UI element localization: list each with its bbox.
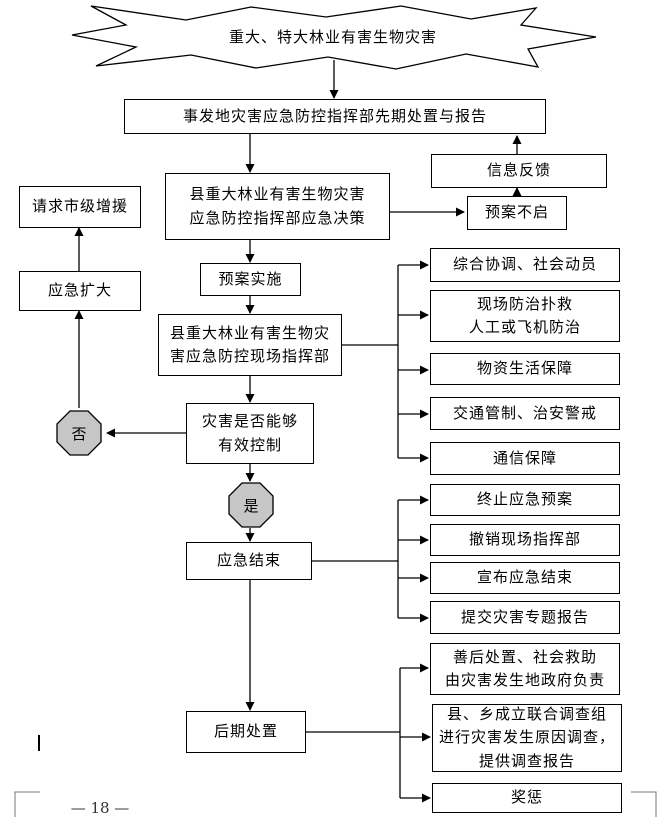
field-task: 现场防治扑救 人工或飞机防治 <box>430 290 620 342</box>
end-task: 撤销现场指挥部 <box>430 524 620 556</box>
request-support-box: 请求市级增援 <box>19 186 141 228</box>
controllable-box: 灾害是否能够 有效控制 <box>186 403 314 464</box>
end-task: 提交灾害专题报告 <box>430 601 620 634</box>
page-number: — 18 — <box>70 799 130 817</box>
field-task: 综合协调、社会动员 <box>430 248 620 282</box>
text-cursor <box>38 735 40 751</box>
end-task: 宣布应急结束 <box>430 562 620 594</box>
after-task: 奖惩 <box>432 783 622 813</box>
no-label: 否 <box>71 425 87 443</box>
no-octagon <box>56 410 102 456</box>
decision-box: 县重大林业有害生物灾害 应急防控指挥部应急决策 <box>165 173 390 240</box>
after-task: 县、乡成立联合调查组 进行灾害发生原因调查， 提供调查报告 <box>432 704 622 772</box>
start-node-label: 重大、特大林业有害生物灾害 <box>228 28 437 46</box>
yes-label: 是 <box>243 497 259 515</box>
field-task: 物资生活保障 <box>430 353 620 385</box>
start-starburst <box>71 5 597 70</box>
expand-box: 应急扩大 <box>19 271 141 311</box>
field-task: 通信保障 <box>430 442 620 475</box>
field-task: 交通管制、治安警戒 <box>430 397 620 430</box>
end-box: 应急结束 <box>186 542 312 580</box>
corner-mark-right <box>631 791 657 817</box>
corner-mark-left <box>14 791 40 817</box>
implement-box: 预案实施 <box>200 263 301 296</box>
not-started-box: 预案不启 <box>467 196 567 230</box>
yes-octagon <box>228 482 274 528</box>
after-box: 后期处置 <box>186 711 306 753</box>
feedback-box: 信息反馈 <box>431 154 607 188</box>
initial-report-box: 事发地灾害应急防控指挥部先期处置与报告 <box>124 99 546 134</box>
after-task: 善后处置、社会救助 由灾害发生地政府负责 <box>430 643 620 695</box>
end-task: 终止应急预案 <box>430 484 620 516</box>
field-hq-box: 县重大林业有害生物灾 害应急防控现场指挥部 <box>158 314 342 376</box>
